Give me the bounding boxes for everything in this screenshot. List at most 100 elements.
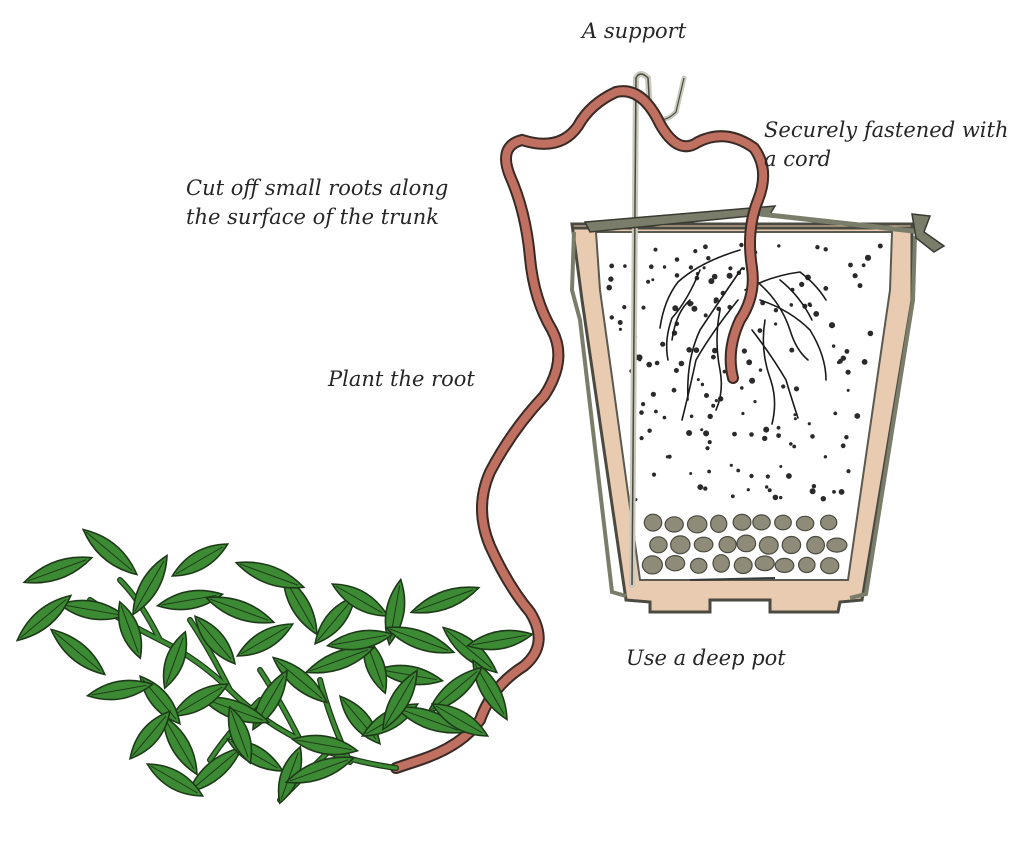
label-cut-off-roots: Cut off small roots along the surface of…	[186, 174, 448, 232]
soil-dot	[739, 242, 744, 248]
drainage-stone	[795, 515, 815, 532]
leaf	[409, 586, 481, 614]
soil-dot	[700, 382, 705, 387]
drainage-stone	[664, 516, 684, 533]
soil-dot	[700, 428, 704, 432]
leaf	[204, 596, 276, 624]
foliage	[15, 528, 535, 805]
drainage-stones	[641, 513, 848, 575]
soil-dot	[815, 245, 820, 250]
soil-dot	[767, 488, 772, 493]
soil-dot	[641, 305, 646, 310]
soil-dot	[703, 244, 708, 250]
soil-dot	[713, 300, 717, 304]
soil-dot	[753, 400, 757, 404]
soil-dot	[646, 361, 652, 368]
soil-dot	[707, 469, 711, 474]
label-a-support: A support	[582, 19, 687, 43]
soil-dot	[609, 315, 614, 320]
label-securely-fastened-line2: a cord	[764, 147, 832, 171]
soil-dot	[688, 265, 694, 270]
leaves	[15, 528, 535, 805]
leaf	[81, 528, 139, 576]
soil-dot	[831, 344, 836, 348]
soil-dot	[741, 411, 745, 416]
soil-dot	[673, 368, 679, 373]
drainage-stone	[774, 514, 792, 531]
soil-dot	[779, 465, 783, 468]
soil-dot	[864, 254, 872, 261]
soil-dot	[706, 256, 711, 261]
soil-dot	[828, 322, 836, 329]
cord	[569, 205, 946, 600]
soil-dot	[807, 422, 811, 426]
soil-dot	[654, 409, 658, 414]
soil-dot	[848, 262, 853, 268]
leaf	[49, 628, 107, 676]
leaf	[235, 623, 295, 657]
soil-dot	[662, 265, 667, 269]
drainage-stone	[718, 535, 737, 554]
drainage-stone	[820, 514, 838, 531]
soil-dot	[844, 435, 849, 440]
soil-dot	[618, 327, 623, 331]
soil-dot	[757, 328, 763, 333]
drainage-stone	[826, 537, 848, 553]
soil-dot	[789, 442, 793, 446]
soil-dot	[836, 360, 841, 365]
soil-dot	[672, 305, 679, 312]
pot-inner-wall	[594, 231, 894, 581]
soil-dot	[758, 368, 763, 372]
soil-dot	[691, 305, 698, 312]
soil-dot	[641, 402, 646, 407]
soil-dot	[793, 413, 797, 417]
drainage-stone	[641, 555, 664, 575]
leaf	[145, 763, 205, 797]
soil-dot	[711, 403, 716, 408]
drainage-stone	[781, 535, 802, 555]
soil-dot	[674, 257, 680, 262]
drainage-stone	[710, 514, 728, 534]
soil-dot	[823, 455, 828, 459]
soil-dot	[660, 341, 666, 347]
soil-dot	[732, 431, 737, 437]
soil-dot	[708, 278, 715, 285]
soil-dot	[707, 413, 713, 420]
soil-dot	[861, 359, 868, 365]
drainage-stone	[664, 555, 686, 572]
label-plant-the-root: Plant the root	[328, 367, 475, 391]
soil-dot	[807, 302, 812, 307]
soil-dot	[877, 243, 883, 249]
drainage-stone	[693, 536, 714, 553]
leaf	[277, 745, 303, 805]
soil-dot	[622, 305, 627, 310]
soil-dot	[762, 435, 768, 442]
soil-dot	[776, 425, 781, 430]
cord-right-strap	[759, 211, 923, 235]
soil-dot	[617, 320, 623, 325]
drainage-stone	[686, 515, 708, 534]
drainage-stone	[736, 534, 757, 553]
soil-dot	[722, 369, 727, 374]
drainage-stone	[806, 535, 825, 555]
soil-dot	[697, 484, 704, 490]
drainage-stone	[732, 513, 752, 531]
cord-knot	[911, 213, 946, 253]
soil-dot	[838, 489, 845, 495]
trunk-root	[392, 87, 768, 772]
drainage-stone	[733, 556, 753, 575]
soil-dot	[674, 273, 680, 278]
leaf	[170, 683, 230, 717]
soil-dot	[729, 463, 733, 467]
soil-dot	[705, 446, 710, 451]
fine-roots	[659, 249, 827, 425]
soil-dot	[820, 496, 826, 502]
drainage-stone	[797, 556, 816, 574]
soil-dot	[774, 322, 778, 326]
soil-dot	[689, 414, 694, 419]
soil-dot	[649, 264, 654, 270]
soil-dot	[678, 360, 685, 367]
soil-dot	[749, 377, 756, 384]
leaf	[426, 666, 484, 714]
